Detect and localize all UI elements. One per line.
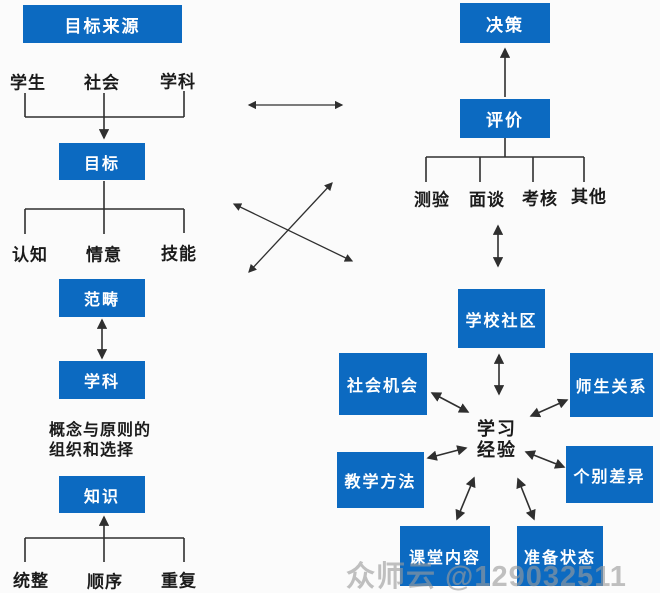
edge-readiness-center — [516, 477, 536, 521]
learning-experience-line-1: 学习 — [477, 419, 517, 439]
box-social-opportunity: 社会机会 — [339, 353, 427, 415]
label-test: 测验 — [414, 190, 450, 210]
label-other: 其他 — [571, 187, 607, 207]
edge-teaching-method-center — [426, 445, 468, 461]
label-learning-experience: 学习 经验 — [477, 419, 517, 461]
learning-experience-line-2: 经验 — [477, 440, 517, 460]
edge-evaluation-to-methods — [425, 138, 585, 182]
box-evaluation: 评价 — [460, 99, 550, 138]
note-line-1: 概念与原则的 — [49, 422, 152, 439]
label-student: 学生 — [10, 73, 46, 93]
box-knowledge: 知识 — [59, 476, 145, 513]
box-decision: 决策 — [460, 3, 550, 43]
label-cognition: 认知 — [12, 245, 48, 265]
box-readiness-state: 准备状态 — [517, 526, 603, 586]
box-goal-source: 目标来源 — [23, 5, 182, 43]
edge-social-opportunity-center — [430, 392, 470, 413]
label-sequence: 顺序 — [87, 572, 123, 592]
box-category: 范畴 — [59, 279, 145, 317]
box-teaching-method: 教学方法 — [337, 452, 424, 508]
label-discipline: 学科 — [160, 72, 196, 92]
edge-classroom-content-center — [455, 476, 476, 521]
box-subject: 学科 — [59, 361, 145, 399]
edge-middle-diagonal-down — [232, 203, 354, 262]
label-integration: 统整 — [13, 571, 49, 591]
edge-teacher-student-center — [529, 398, 569, 418]
box-school-community: 学校社区 — [458, 289, 545, 348]
label-repetition: 重复 — [161, 571, 197, 591]
edge-individual-difference-center — [524, 450, 566, 469]
box-classroom-content: 课堂内容 — [400, 526, 490, 586]
edge-source-to-goal — [24, 91, 185, 140]
edge-middle-diagonal-up — [248, 182, 333, 273]
label-society: 社会 — [84, 73, 120, 93]
label-interview: 面谈 — [469, 190, 505, 210]
label-skill: 技能 — [161, 244, 197, 264]
box-teacher-student-relation: 师生关系 — [570, 353, 653, 417]
note-concept-selection: 概念与原则的 组织和选择 — [49, 421, 151, 461]
watermark-text: 众师云 @129032511 — [346, 561, 627, 593]
box-individual-difference: 个别差异 — [566, 446, 653, 503]
box-goal: 目标 — [59, 143, 145, 180]
note-line-2: 组织和选择 — [49, 442, 135, 459]
edge-knowledge-to-principles — [24, 515, 185, 562]
edge-goal-to-domains — [24, 181, 185, 234]
label-affect: 情意 — [86, 245, 122, 265]
label-assessment: 考核 — [522, 189, 558, 209]
